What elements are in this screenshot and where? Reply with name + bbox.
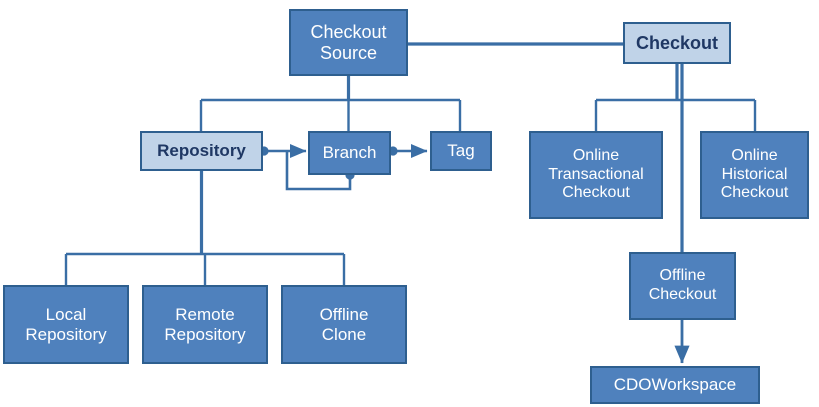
node-cdoworkspace[interactable]: CDOWorkspace <box>590 366 760 404</box>
node-label-checkout-source: Checkout Source <box>310 21 387 63</box>
edge-checkout-to-online-children <box>594 64 757 131</box>
edge-checkout-source-to-children <box>199 76 462 131</box>
node-offline-checkout[interactable]: Offline Checkout <box>629 252 736 320</box>
node-label-repository: Repository <box>157 141 246 161</box>
node-label-offline-checkout: Offline Checkout <box>648 267 717 303</box>
edge-repository-to-branch <box>259 143 307 159</box>
node-remote-repository[interactable]: Remote Repository <box>142 285 268 364</box>
node-label-checkout: Checkout <box>635 32 718 53</box>
node-checkout[interactable]: Checkout <box>623 22 731 64</box>
edge-repository-to-children <box>64 171 346 285</box>
node-label-local-repository: Local Repository <box>25 304 107 344</box>
node-online-transactional-checkout[interactable]: Online Transactional Checkout <box>529 131 663 219</box>
node-checkout-source[interactable]: Checkout Source <box>289 9 408 76</box>
node-label-remote-repository: Remote Repository <box>164 304 246 344</box>
node-online-historical-checkout[interactable]: Online Historical Checkout <box>700 131 809 219</box>
node-label-online-historical-checkout: Online Historical Checkout <box>720 147 789 202</box>
node-tag[interactable]: Tag <box>430 131 492 171</box>
node-label-online-transactional-checkout: Online Transactional Checkout <box>548 147 644 202</box>
node-label-offline-clone: Offline Clone <box>319 304 369 344</box>
edge-branch-to-tag <box>388 143 428 159</box>
node-branch[interactable]: Branch <box>308 131 391 175</box>
node-local-repository[interactable]: Local Repository <box>3 285 129 364</box>
node-offline-clone[interactable]: Offline Clone <box>281 285 407 364</box>
node-repository[interactable]: Repository <box>140 131 263 171</box>
node-label-tag: Tag <box>447 141 475 161</box>
node-label-cdoworkspace: CDOWorkspace <box>613 375 737 395</box>
node-label-branch: Branch <box>322 143 377 163</box>
